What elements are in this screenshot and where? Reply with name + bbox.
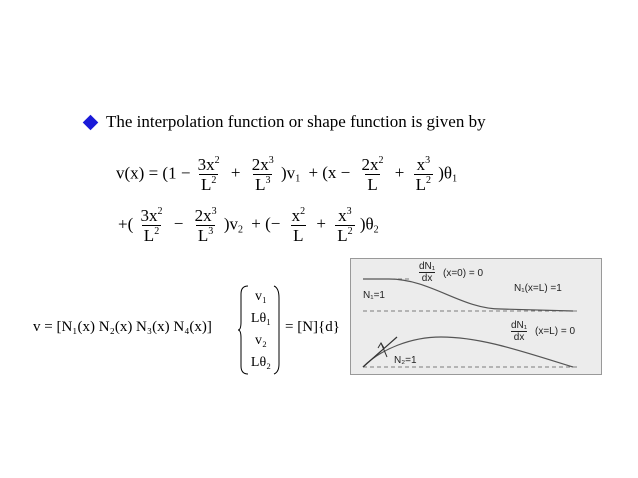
dn1-dx-right: dN₁ dx [511, 320, 528, 343]
n2-label: N₂=1 [394, 355, 417, 366]
shape-function-figure: dN₁ dx (x=0) = 0 N₁(x=L) =1 N₁=1 dN₁ dx … [350, 258, 602, 375]
equation-3-lhs: v = [N₁(x) N₂(x) N₃(x) N₄(x)] [33, 319, 212, 335]
eq1-term1: 3x2 L2 [197, 155, 220, 194]
vector-entry: Lθ₂ [250, 355, 272, 370]
dn1-condition-right: (x=L) = 0 [535, 326, 576, 337]
vector-entry: v₂ [255, 333, 267, 348]
dn1-dx-left: dN₁ dx [419, 261, 436, 284]
n2-tangent [362, 336, 398, 368]
dn1-condition-left: (x=0) = 0 [443, 268, 484, 279]
eq1-lhs: v(x) = (1 − [116, 163, 191, 183]
n1-label: N₁=1 [363, 290, 385, 301]
equation-2: +( 3x2 L2 − 2x3 L3 )v2 + (− x2 L + x3 L2… [118, 206, 379, 245]
state-vector: v₁ Lθ₁ v₂ Lθ₂ [245, 286, 277, 374]
eq2-term2: 2x3 L3 [194, 206, 217, 245]
eq1-term3: 2x2 L [361, 155, 384, 194]
vector-entry: v₁ [255, 289, 267, 304]
n1-condition-right: N₁(x=L) =1 [514, 283, 562, 294]
equation-1: v(x) = (1 − 3x2 L2 + 2x3 L3 )v1 + (x − 2… [116, 155, 458, 194]
bullet-icon [82, 114, 99, 131]
heading-text: The interpolation function or shape func… [106, 112, 486, 131]
eq1-term4: x3 L2 [413, 155, 434, 194]
eq2-term3: x2 L [291, 206, 306, 245]
vector-entry: Lθ₁ [250, 311, 272, 326]
eq2-term1: 3x2 L2 [140, 206, 163, 245]
vector-brace [237, 285, 249, 375]
equation-3-rhs: = [N]{d} [285, 319, 340, 335]
eq2-term4: x3 L2 [335, 206, 355, 245]
eq1-term2: 2x3 L3 [251, 155, 274, 194]
n1-curve [363, 278, 574, 312]
vector-brace-right [273, 285, 280, 375]
figure-curves [362, 278, 579, 368]
